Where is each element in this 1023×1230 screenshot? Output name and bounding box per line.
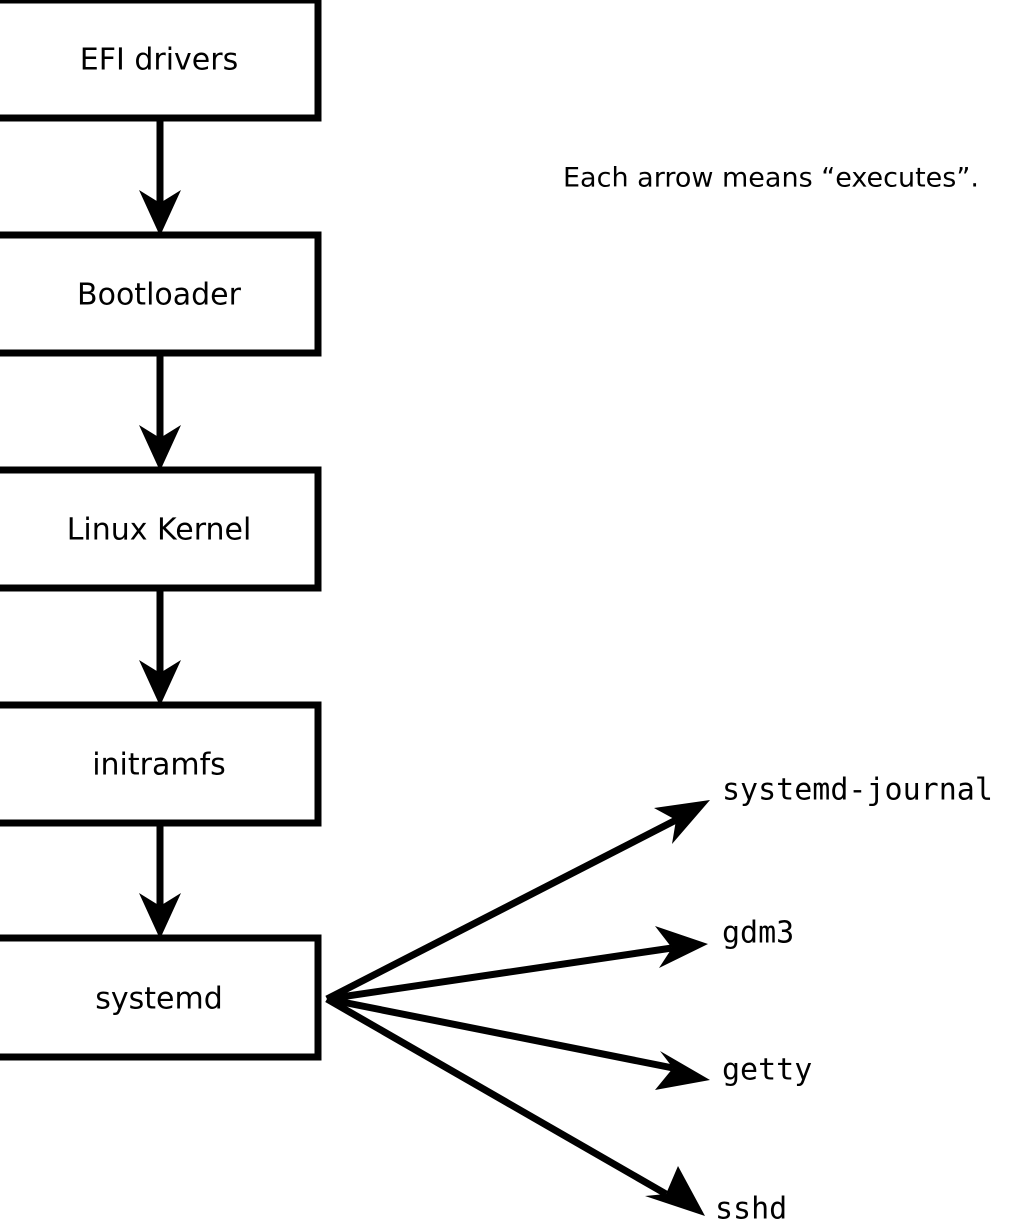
service-label-gdm3: gdm3	[722, 916, 794, 951]
stage-box-label: EFI drivers	[80, 43, 238, 78]
stage-box-outline	[0, 0, 322, 122]
stage-box-label: systemd	[95, 982, 223, 1017]
fanout-arrow-getty	[326, 995, 710, 1090]
fanout-arrow-gdm3	[326, 926, 708, 1003]
fanout-arrow-line	[325, 816, 678, 1003]
fanout-arrow-line	[325, 995, 668, 1198]
stage-box-efi-drivers[interactable]: EFI drivers	[0, 0, 322, 122]
stage-box-initramfs[interactable]: initramfs	[0, 701, 322, 827]
stage-box-outline	[0, 934, 322, 1061]
fanout-arrow-line	[326, 944, 673, 1003]
fanout-arrow-systemd-journal	[325, 800, 710, 1003]
chain-arrow-initramfs-to-systemd	[139, 823, 181, 939]
stage-box-linux-kernel[interactable]: Linux Kernel	[0, 466, 322, 592]
fanout-arrowhead-icon	[645, 1166, 705, 1216]
stage-box-bootloader[interactable]: Bootloader	[0, 231, 322, 357]
chain-arrowhead-icon	[139, 893, 181, 939]
fanout-arrowhead-icon	[655, 926, 708, 968]
chain-arrowhead-icon	[139, 425, 181, 471]
fanout-arrowhead-icon	[654, 800, 710, 844]
chain-arrowhead-icon	[139, 660, 181, 706]
service-label-getty: getty	[722, 1053, 812, 1088]
chain-arrow-bootloader-to-kernel	[139, 353, 181, 471]
fanout-arrow-sshd	[325, 995, 705, 1216]
service-label-systemd-journal: systemd-journal	[722, 773, 993, 808]
stage-box-systemd[interactable]: systemd	[0, 934, 322, 1061]
chain-arrowhead-icon	[139, 190, 181, 236]
chain-arrow-efi-to-bootloader	[139, 118, 181, 236]
stage-box-label: Bootloader	[77, 278, 242, 313]
stage-box-label: initramfs	[92, 748, 226, 783]
stage-box-label: Linux Kernel	[67, 513, 252, 548]
fanout-arrowhead-icon	[655, 1051, 710, 1090]
fanout-arrow-line	[326, 995, 674, 1072]
stage-box-outline	[0, 231, 322, 357]
service-label-sshd: sshd	[715, 1192, 787, 1227]
legend-note: Each arrow means “executes”.	[563, 163, 979, 194]
chain-arrow-kernel-to-initramfs	[139, 588, 181, 706]
stage-box-outline	[0, 701, 322, 827]
stage-box-outline	[0, 466, 322, 592]
